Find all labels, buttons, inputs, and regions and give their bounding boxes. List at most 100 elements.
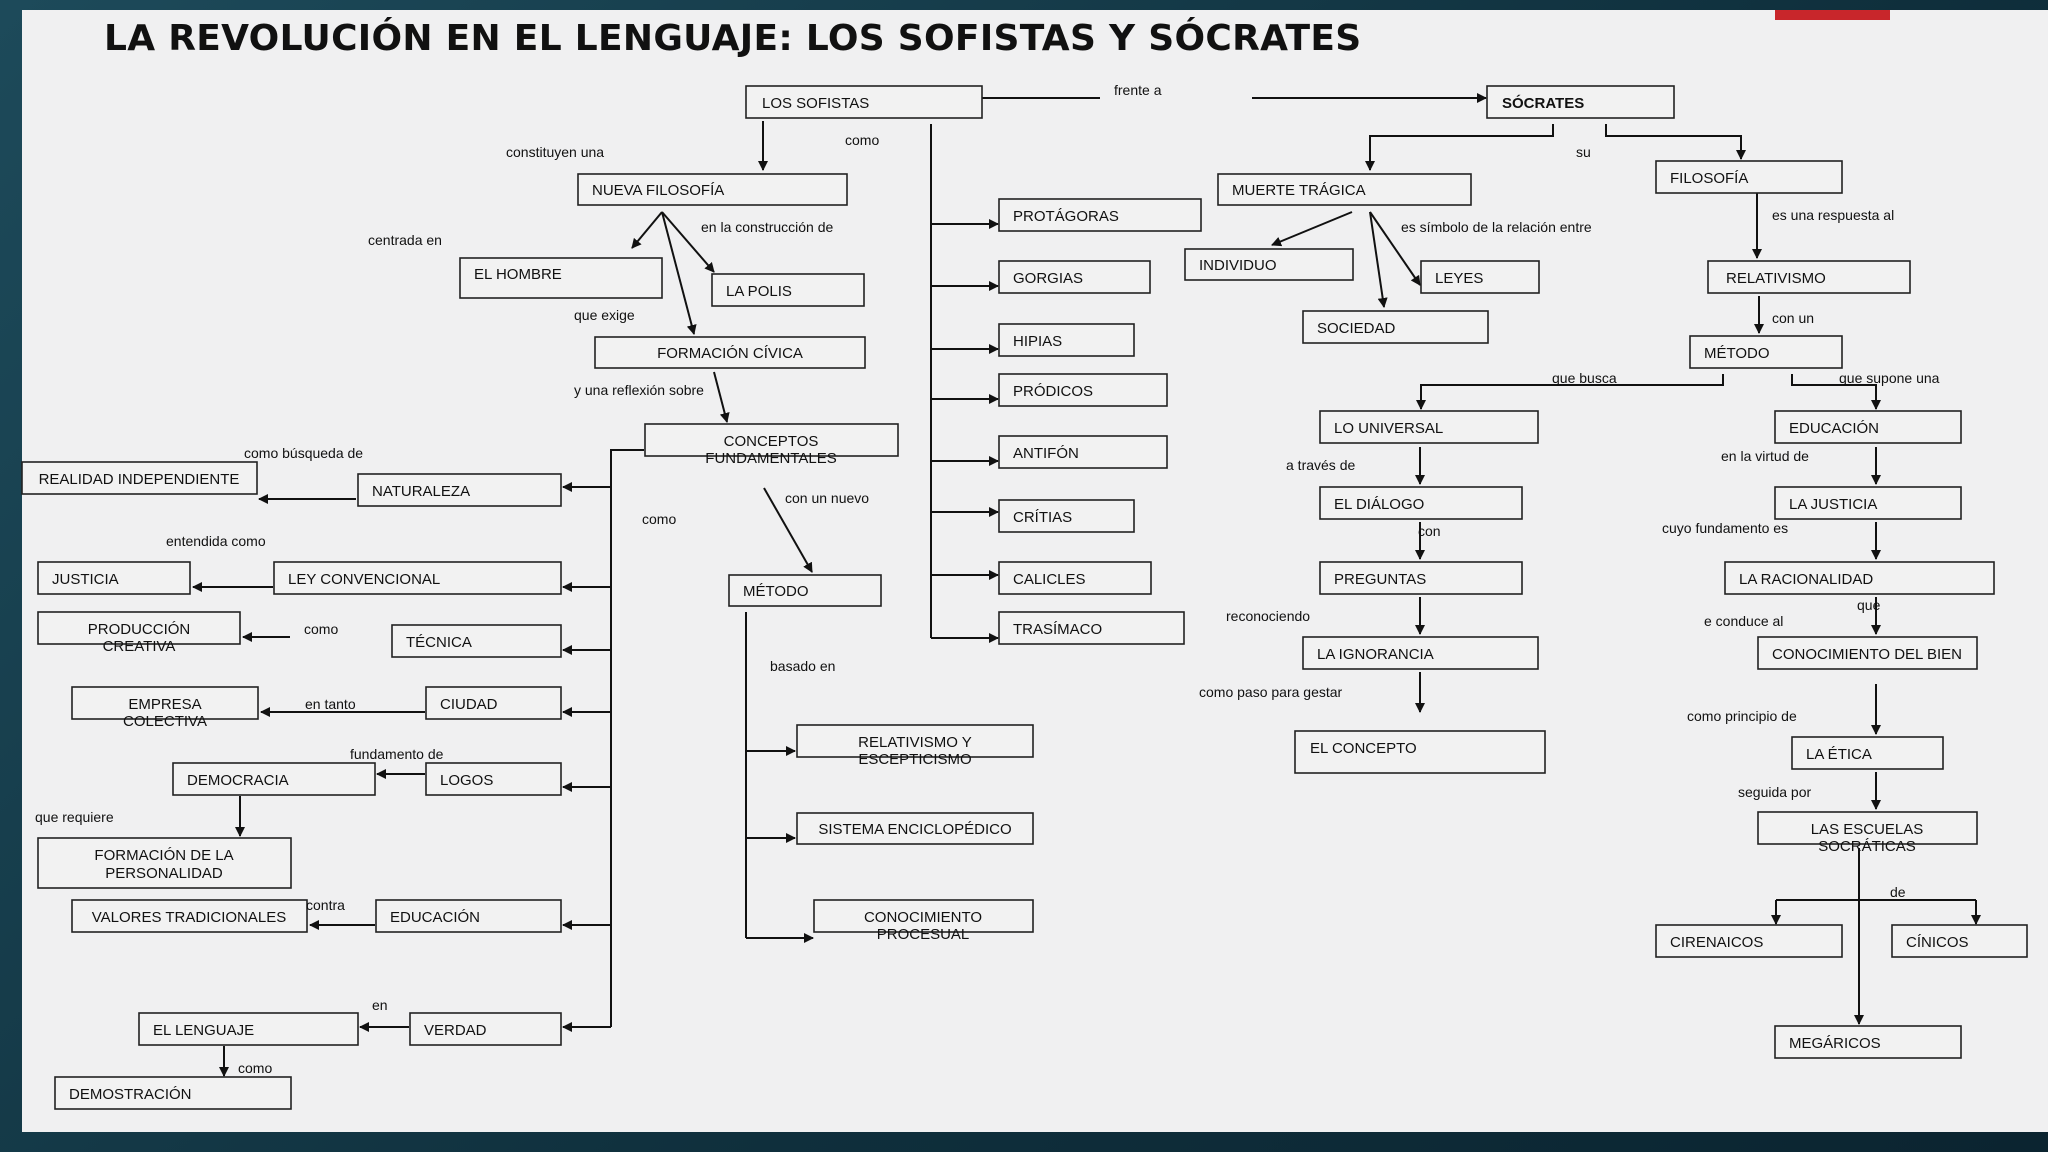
node-realidad-independiente[interactable]: REALIDAD INDEPENDIENTE — [21, 461, 258, 495]
edge-conceptos-left — [610, 449, 644, 1027]
node-conocimiento-del-bien[interactable]: CONOCIMIENTO DEL BIEN — [1757, 636, 1978, 670]
node-megaricos[interactable]: MEGÁRICOS — [1774, 1025, 1962, 1059]
node-label: LOS SOFISTAS — [762, 95, 869, 112]
node-formacion-civica[interactable]: FORMACIÓN CÍVICA — [594, 336, 866, 369]
node-preguntas[interactable]: PREGUNTAS — [1319, 561, 1523, 595]
node-label: PRODUCCIÓN — [88, 621, 191, 638]
node-la-polis[interactable]: LA POLIS — [711, 273, 865, 307]
node-verdad[interactable]: VERDAD — [409, 1012, 562, 1046]
node-valores-tradicionales[interactable]: VALORES TRADICIONALES — [71, 899, 308, 933]
node-label: LAS ESCUELAS — [1811, 821, 1924, 838]
accent-bar — [1775, 10, 1890, 20]
node-metodo-sofistas[interactable]: MÉTODO — [728, 574, 882, 607]
node-label: VERDAD — [424, 1022, 487, 1039]
edge-muerte-leyes — [1369, 211, 1421, 286]
node-naturaleza[interactable]: NATURALEZA — [357, 473, 562, 507]
node-ciudad[interactable]: CIUDAD — [425, 686, 562, 720]
label-que-requiere: que requiere — [35, 809, 114, 825]
edge-formacion-conceptos — [713, 371, 730, 423]
label-frente-a: frente a — [1114, 82, 1162, 98]
label-es-una-respuesta-al: es una respuesta al — [1772, 207, 1894, 223]
node-trasimaco[interactable]: TRASÍMACO — [998, 611, 1185, 645]
node-label: SOCIEDAD — [1317, 320, 1396, 337]
node-label: PREGUNTAS — [1334, 571, 1426, 588]
node-individuo[interactable]: INDIVIDUO — [1184, 248, 1354, 281]
label-en-la-virtud-de: en la virtud de — [1721, 448, 1809, 464]
node-educacion-sofistas[interactable]: EDUCACIÓN — [375, 899, 562, 933]
node-label-2: COLECTIVA — [123, 713, 207, 730]
node-label: CRÍTIAS — [1013, 509, 1072, 526]
node-calicles[interactable]: CALICLES — [998, 561, 1152, 595]
node-cinicos[interactable]: CÍNICOS — [1891, 924, 2028, 958]
node-sofistas[interactable]: LOS SOFISTAS — [745, 85, 983, 119]
node-logos[interactable]: LOGOS — [425, 762, 562, 796]
node-label: PROTÁGORAS — [1013, 208, 1119, 225]
node-label: JUSTICIA — [52, 571, 119, 588]
node-el-dialogo[interactable]: EL DIÁLOGO — [1319, 486, 1523, 520]
label-como-paso-para-gestar: como paso para gestar — [1199, 684, 1343, 700]
node-ley-convencional[interactable]: LEY CONVENCIONAL — [273, 561, 562, 595]
label-cuyo-fundamento-es: cuyo fundamento es — [1662, 520, 1788, 536]
node-la-ignorancia[interactable]: LA IGNORANCIA — [1302, 636, 1539, 670]
node-demostracion[interactable]: DEMOSTRACIÓN — [54, 1076, 292, 1110]
node-nueva-filosofia[interactable]: NUEVA FILOSOFÍA — [577, 173, 848, 206]
node-democracia[interactable]: DEMOCRACIA — [172, 762, 376, 796]
node-sociedad[interactable]: SOCIEDAD — [1302, 310, 1489, 344]
label-en-tanto: en tanto — [305, 696, 356, 712]
node-protagoras[interactable]: PROTÁGORAS — [998, 198, 1202, 232]
node-el-hombre[interactable]: EL HOMBRE — [459, 257, 663, 299]
node-el-lenguaje[interactable]: EL LENGUAJE — [138, 1012, 359, 1046]
node-label: LA ÉTICA — [1806, 746, 1872, 763]
node-label: LA RACIONALIDAD — [1739, 571, 1873, 588]
label-en: en — [372, 997, 388, 1013]
connector-labels: frente a constituyen una como su centrad… — [35, 82, 1940, 1076]
node-hipias[interactable]: HIPIAS — [998, 323, 1135, 357]
node-lo-universal[interactable]: LO UNIVERSAL — [1319, 410, 1539, 444]
node-justicia[interactable]: JUSTICIA — [37, 561, 191, 595]
node-metodo-socrates[interactable]: MÉTODO — [1689, 335, 1843, 369]
node-label: ANTIFÓN — [1013, 445, 1079, 462]
node-critias[interactable]: CRÍTIAS — [998, 499, 1135, 533]
node-el-concepto[interactable]: EL CONCEPTO — [1294, 730, 1546, 774]
node-cirenaicos[interactable]: CIRENAICOS — [1655, 924, 1843, 958]
node-socrates[interactable]: SÓCRATES — [1486, 85, 1675, 119]
node-sistema-enciclopedico[interactable]: SISTEMA ENCICLOPÉDICO — [796, 812, 1034, 845]
node-prodicos[interactable]: PRÓDICOS — [998, 373, 1168, 407]
node-label: SISTEMA ENCICLOPÉDICO — [818, 821, 1011, 838]
node-gorgias[interactable]: GORGIAS — [998, 260, 1151, 294]
label-que-exige: que exige — [574, 307, 635, 323]
label-reconociendo: reconociendo — [1226, 608, 1310, 624]
node-label: EDUCACIÓN — [1789, 420, 1879, 437]
node-muerte-tragica[interactable]: MUERTE TRÁGICA — [1217, 173, 1472, 206]
label-con-2: con — [1418, 523, 1441, 539]
node-label: INDIVIDUO — [1199, 257, 1277, 274]
node-label: PRÓDICOS — [1013, 383, 1093, 400]
node-tecnica[interactable]: TÉCNICA — [391, 624, 562, 658]
page-title: LA REVOLUCIÓN EN EL LENGUAJE: LOS SOFIST… — [104, 18, 1362, 59]
node-la-etica[interactable]: LA ÉTICA — [1791, 736, 1944, 770]
node-label: RELATIVISMO — [1726, 270, 1826, 287]
label-a-traves-de: a través de — [1286, 457, 1355, 473]
node-antifon[interactable]: ANTIFÓN — [998, 435, 1168, 469]
node-label: FILOSOFÍA — [1670, 170, 1748, 187]
node-label: EMPRESA — [128, 696, 201, 713]
node-label-2: PROCESUAL — [877, 926, 970, 943]
node-relativismo[interactable]: RELATIVISMO — [1707, 260, 1911, 294]
node-la-justicia[interactable]: LA JUSTICIA — [1774, 486, 1962, 520]
node-filosofia[interactable]: FILOSOFÍA — [1655, 160, 1843, 194]
node-la-racionalidad[interactable]: LA RACIONALIDAD — [1724, 561, 1995, 595]
node-educacion-socrates[interactable]: EDUCACIÓN — [1774, 410, 1962, 444]
node-leyes[interactable]: LEYES — [1420, 260, 1540, 294]
edges — [192, 93, 1981, 1077]
label-centrada-en: centrada en — [368, 232, 442, 248]
node-label: NUEVA FILOSOFÍA — [592, 182, 724, 199]
node-label: CONOCIMIENTO — [864, 909, 982, 926]
node-label: SÓCRATES — [1502, 94, 1584, 112]
